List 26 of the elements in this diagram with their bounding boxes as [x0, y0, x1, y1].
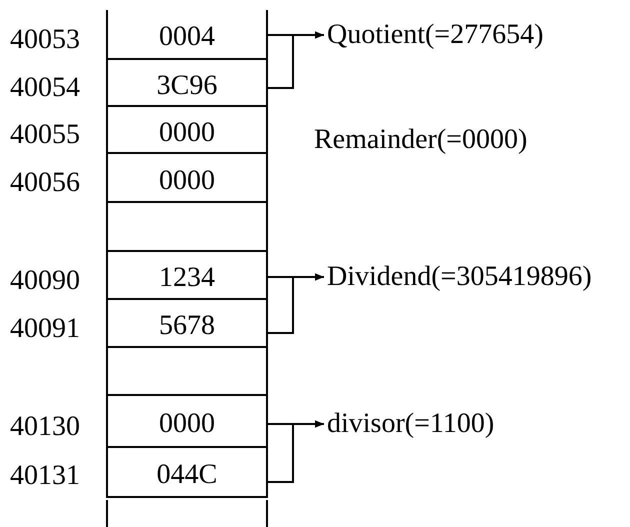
memory-cell: 5678 — [106, 300, 268, 348]
memory-address: 40090 — [10, 267, 80, 295]
memory-address: 40091 — [10, 315, 80, 343]
memory-cell: 1234 — [106, 252, 268, 300]
memory-cell: 044C — [106, 448, 268, 498]
memory-cell — [106, 500, 268, 527]
memory-cell: 0000 — [106, 396, 268, 448]
memory-address: 40055 — [10, 121, 80, 149]
result-label: Dividend(=305419896) — [327, 263, 592, 291]
memory-address: 40131 — [10, 462, 80, 490]
memory-address: 40054 — [10, 74, 80, 102]
memory-address: 40053 — [10, 26, 80, 54]
memory-cell: 0000 — [106, 107, 268, 154]
bracket-arrow — [267, 273, 324, 334]
bracket-arrow — [267, 420, 324, 483]
result-label: divisor(=1100) — [327, 410, 494, 438]
memory-address: 40056 — [10, 169, 80, 197]
memory-cell: 0000 — [106, 154, 268, 203]
result-label: Remainder(=0000) — [314, 126, 528, 154]
bracket-arrow — [267, 31, 324, 89]
memory-cell — [106, 203, 268, 252]
memory-cell — [106, 348, 268, 396]
result-label: Quotient(=277654) — [327, 21, 544, 49]
memory-cell: 0004 — [106, 10, 268, 60]
memory-cell: 3C96 — [106, 60, 268, 107]
memory-address: 40130 — [10, 413, 80, 441]
